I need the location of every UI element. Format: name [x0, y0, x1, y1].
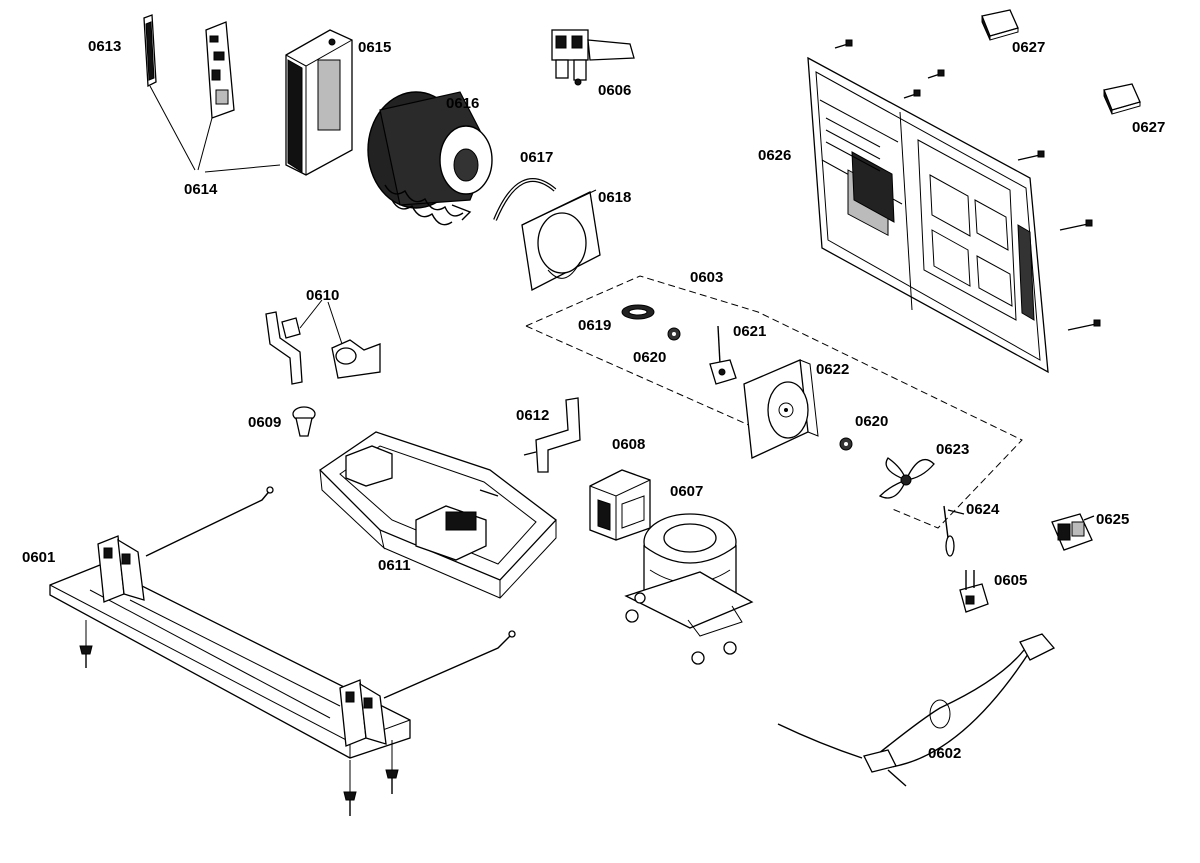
part-0602-power-cord — [777, 633, 1056, 787]
part-0601-base-frame — [49, 486, 516, 759]
part-0615-control-box — [285, 29, 353, 176]
label-0609: 0609 — [248, 414, 281, 431]
part-0613-strip — [143, 14, 157, 88]
label-0622: 0622 — [816, 361, 849, 378]
part-0609-fitting — [292, 406, 316, 437]
part-0621-sensor — [709, 325, 737, 385]
label-0614: 0614 — [184, 181, 218, 198]
label-0607: 0607 — [670, 483, 703, 500]
label-0623: 0623 — [936, 441, 969, 458]
part-0622-fan-bracket — [743, 359, 819, 459]
label-0618: 0618 — [598, 189, 631, 206]
label-0611: 0611 — [378, 557, 411, 574]
part-0616-condenser-coil — [367, 91, 493, 226]
label-0605: 0605 — [994, 572, 1027, 589]
label-0620-right: 0620 — [855, 413, 888, 430]
part-0620-washer-right — [839, 437, 853, 451]
part-0601-screws — [79, 620, 399, 816]
part-0626-back-panel — [807, 56, 1049, 374]
label-0612: 0612 — [516, 407, 549, 424]
label-0603: 0603 — [690, 269, 723, 286]
part-0626-screws — [834, 39, 1101, 331]
part-0612-bent-tube — [523, 397, 581, 473]
label-0615: 0615 — [358, 39, 391, 56]
label-0624: 0624 — [966, 501, 1000, 518]
label-0619: 0619 — [578, 317, 611, 334]
part-0627-block-right — [1103, 83, 1141, 115]
label-0602: 0602 — [928, 745, 961, 762]
part-0614-board — [205, 21, 235, 119]
part-0605-component — [959, 570, 989, 613]
label-0626: 0626 — [758, 147, 791, 164]
part-0624-thermistor — [943, 505, 965, 557]
label-0613: 0613 — [88, 38, 121, 55]
part-0606-water-valve — [551, 29, 635, 86]
part-0610-pipes — [265, 299, 381, 385]
part-0607-compressor — [624, 513, 754, 665]
part-0614-leader-lines — [149, 85, 281, 173]
label-0627-top: 0627 — [1012, 39, 1045, 56]
part-0620-washer-left — [667, 327, 681, 341]
part-0611-drain-tray — [318, 431, 557, 599]
label-0616: 0616 — [446, 95, 479, 112]
label-0625: 0625 — [1096, 511, 1129, 528]
part-0603-assembly-outline — [525, 275, 1023, 529]
part-0608-relay-box — [589, 469, 651, 541]
part-0627-block-top — [981, 9, 1019, 41]
part-0623-fan-blade — [878, 457, 935, 499]
label-0608: 0608 — [612, 436, 645, 453]
label-0601: 0601 — [22, 549, 55, 566]
part-0625-protector — [1051, 513, 1095, 551]
label-0606: 0606 — [598, 82, 631, 99]
label-0621: 0621 — [733, 323, 766, 340]
label-0617: 0617 — [520, 149, 553, 166]
part-0618-fan-shroud — [521, 189, 601, 291]
label-0610: 0610 — [306, 287, 339, 304]
part-number-labels: 0613 0614 0615 0616 0617 0618 0606 0627 … — [22, 38, 1165, 762]
label-0620-left: 0620 — [633, 349, 666, 366]
part-0617-arc-clip — [493, 178, 557, 221]
part-0619-grommet — [621, 304, 655, 320]
label-0627-right: 0627 — [1132, 119, 1165, 136]
